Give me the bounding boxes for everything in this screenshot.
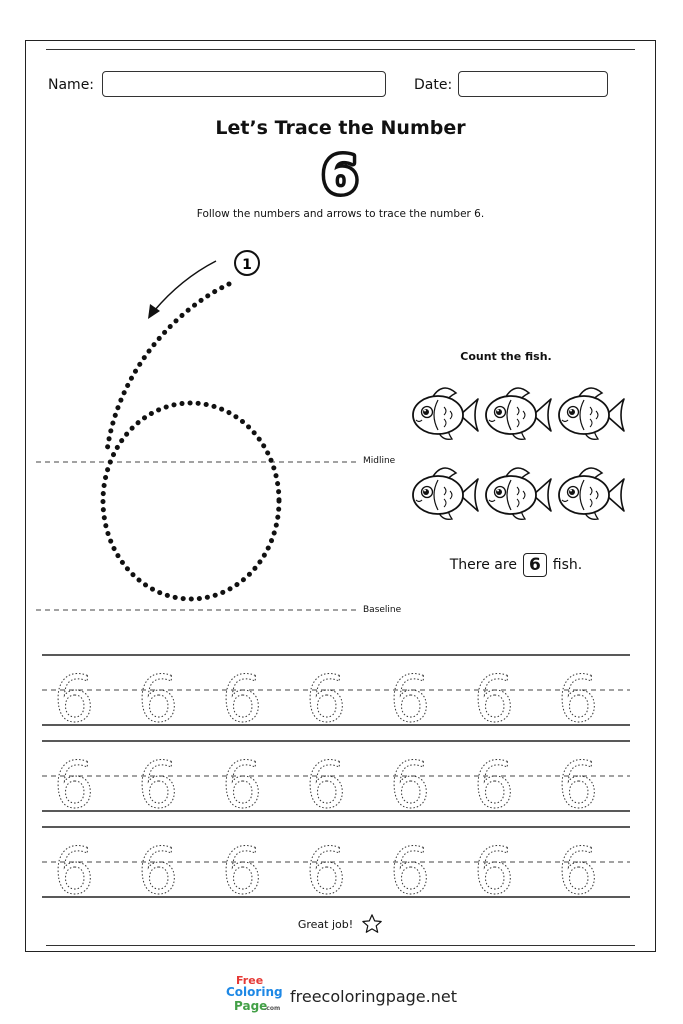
practice-trace-glyph[interactable]: 6 xyxy=(389,749,431,824)
practice-trace-glyph[interactable]: 6 xyxy=(53,749,95,824)
practice-trace-glyph[interactable]: 6 xyxy=(557,749,599,824)
practice-trace-glyph[interactable]: 6 xyxy=(305,749,347,824)
site-logo: Free Coloring Page .com xyxy=(226,974,283,1018)
worksheet: Name: Date: Let’s Trace the Number Follo… xyxy=(25,40,656,952)
star-icon xyxy=(362,914,382,933)
big-number-outline: 6 xyxy=(322,146,358,206)
practice-trace-glyph[interactable]: 6 xyxy=(137,663,179,738)
direction-arrow xyxy=(153,260,217,312)
practice-trace-glyph[interactable]: 6 xyxy=(137,835,179,910)
footer: Free Coloring Page .com freecoloringpage… xyxy=(0,968,683,1024)
big-number-6: 6 6 xyxy=(318,143,361,210)
practice-trace-glyph[interactable]: 6 xyxy=(53,835,95,910)
great-job-text: Great job! xyxy=(297,917,354,931)
fish-icon xyxy=(558,387,625,440)
practice-trace-glyph[interactable]: 6 xyxy=(53,663,95,738)
closing-message: Great job! xyxy=(26,913,655,935)
name-field[interactable] xyxy=(102,71,386,97)
step-number: 1 xyxy=(242,257,252,273)
midline-label: Midline xyxy=(363,456,396,466)
footer-url[interactable]: freecoloringpage.net xyxy=(290,986,457,1006)
baseline-label: Baseline xyxy=(363,605,402,615)
practice-trace-glyph[interactable]: 6 xyxy=(389,663,431,738)
practice-trace-glyph[interactable]: 6 xyxy=(557,663,599,738)
practice-trace-glyph[interactable]: 6 xyxy=(221,749,263,824)
practice-trace-glyph[interactable]: 6 xyxy=(389,835,431,910)
top-rule xyxy=(46,49,635,50)
page-title: Let’s Trace the Number xyxy=(215,117,466,139)
trace-six-loop xyxy=(100,400,282,602)
date-field[interactable] xyxy=(458,71,608,97)
practice-trace-glyph[interactable]: 6 xyxy=(473,663,515,738)
practice-trace-glyph[interactable]: 6 xyxy=(137,749,179,824)
fish-icon xyxy=(412,387,479,440)
practice-trace-glyph[interactable]: 6 xyxy=(305,835,347,910)
count-answer-box[interactable]: 6 xyxy=(522,553,547,577)
step-circle xyxy=(234,250,260,276)
fish-icon xyxy=(485,467,552,520)
practice-trace-glyph[interactable]: 6 xyxy=(221,835,263,910)
practice-trace-glyph[interactable]: 6 xyxy=(473,749,515,824)
practice-trace-glyph[interactable]: 6 xyxy=(557,835,599,910)
fish-icon xyxy=(485,387,552,440)
count-sentence: There are 6 fish. xyxy=(406,553,626,577)
logo-word-4: .com xyxy=(264,1005,281,1012)
logo-word-3: Page xyxy=(234,999,268,1013)
fish-group xyxy=(412,387,625,520)
arrow-head-icon xyxy=(148,304,160,319)
big-number-fill: 6 xyxy=(322,146,358,206)
trace-six-stroke xyxy=(104,281,232,454)
fish-icon xyxy=(558,467,625,520)
instructions: Follow the numbers and arrows to trace t… xyxy=(196,208,485,220)
count-title: Count the fish. xyxy=(460,350,552,363)
practice-trace-glyph[interactable]: 6 xyxy=(473,835,515,910)
count-after: fish. xyxy=(552,557,583,573)
logo-word-2: Coloring xyxy=(226,985,283,999)
logo-word-1: Free xyxy=(236,974,264,987)
name-label: Name: xyxy=(48,77,95,93)
date-label: Date: xyxy=(414,77,453,93)
count-before: There are xyxy=(449,557,517,573)
fish-icon xyxy=(412,467,479,520)
bottom-rule xyxy=(46,945,635,946)
practice-trace-glyph[interactable]: 6 xyxy=(221,663,263,738)
practice-trace-glyph[interactable]: 6 xyxy=(305,663,347,738)
